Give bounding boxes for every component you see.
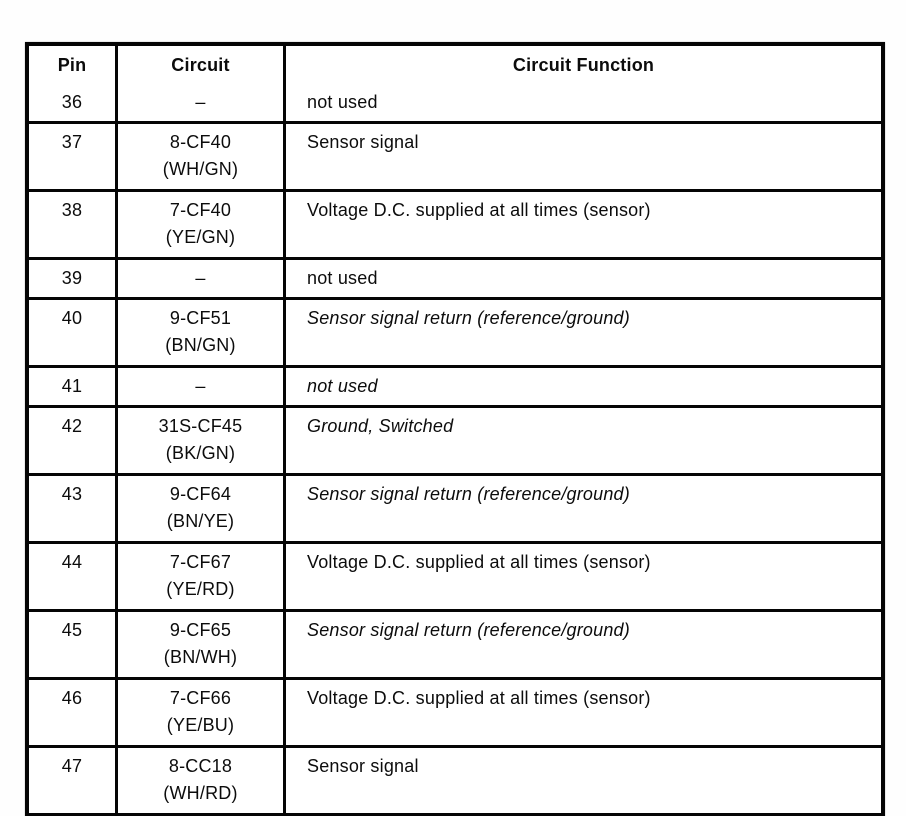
table-row: 43 9-CF64 (BN/YE) Sensor signal return (ref… [29,473,881,541]
circuit-cell: 7-CF66 (YE/BU) [115,680,283,745]
circuit-function-cell: not used [283,368,881,405]
header-pin: Pin [57,55,87,75]
circuit-code: 8-CC18 [168,756,233,776]
table-row: 45 9-CF65 (BN/WH) Sensor signal return (ref… [29,609,881,677]
circuit-function-cell: not used [283,84,881,121]
circuit-wire-color: (BN/WH) [163,647,238,667]
circuit-wire-color: (WH/GN) [162,159,239,179]
circuit-cell: – [115,260,283,297]
circuit-code: – [195,376,206,396]
circuit-wire-color: (WH/RD) [163,783,238,803]
pin-cell: 46 [61,688,83,708]
circuit-cell: 8-CC18 (WH/RD) [115,748,283,813]
circuit-cell: 9-CF64 (BN/YE) [115,476,283,541]
pin-cell: 47 [61,756,83,776]
circuit-wire-color: (YE/BU) [166,715,235,735]
pin-cell: 43 [61,484,83,504]
header-circuit: Circuit [115,46,283,84]
circuit-code: 7-CF67 [169,552,232,572]
table-row: 37 8-CF40 (WH/GN) Sensor signal [29,121,881,189]
circuit-wire-color: (BN/GN) [165,335,236,355]
circuit-code: 7-CF66 [169,688,232,708]
circuit-code: 9-CF51 [169,308,232,328]
circuit-wire-color: (BK/GN) [165,443,236,463]
table-row: 46 7-CF66 (YE/BU) Voltage D.C. supplied at … [29,677,881,745]
table-row: 40 9-CF51 (BN/GN) Sensor signal return (ref… [29,297,881,365]
header-circuit-function: Circuit Function [283,46,881,84]
pin-cell: 44 [61,552,83,572]
circuit-function-cell: Voltage D.C. supplied at all times (sens… [283,192,881,257]
circuit-code: 31S-CF45 [158,416,243,436]
circuit-function-cell: not used [283,260,881,297]
circuit-cell: 9-CF65 (BN/WH) [115,612,283,677]
table-row: 39 – not used [29,257,881,297]
pin-cell: 39 [61,268,83,288]
circuit-code: – [195,92,206,112]
circuit-function-cell: Voltage D.C. supplied at all times (sens… [283,680,881,745]
pin-cell: 45 [61,620,83,640]
circuit-function-cell: Sensor signal return (reference/ground) [283,300,881,365]
table-row: 42 31S-CF45 (BK/GN) Ground, Switched [29,405,881,473]
circuit-cell: – [115,84,283,121]
circuit-function-cell: Sensor signal [283,748,881,813]
circuit-function-cell: Ground, Switched [283,408,881,473]
pin-cell: 36 [61,92,83,112]
circuit-code: – [195,268,206,288]
circuit-function-cell: Sensor signal return (reference/ground) [283,612,881,677]
circuit-cell: 7-CF40 (YE/GN) [115,192,283,257]
circuit-cell: 9-CF51 (BN/GN) [115,300,283,365]
circuit-code: 8-CF40 [169,132,232,152]
table-header-row: Pin Circuit Circuit Function [29,46,881,84]
circuit-code: 7-CF40 [169,200,232,220]
table-row: 38 7-CF40 (YE/GN) Voltage D.C. supplied at … [29,189,881,257]
circuit-cell: – [115,368,283,405]
circuit-cell: 31S-CF45 (BK/GN) [115,408,283,473]
circuit-cell: 7-CF67 (YE/RD) [115,544,283,609]
pin-cell: 37 [61,132,83,152]
pin-circuit-table: Pin Circuit Circuit Function 36 – not used… [25,42,885,816]
circuit-code: 9-CF65 [169,620,232,640]
table-row: 44 7-CF67 (YE/RD) Voltage D.C. supplied at … [29,541,881,609]
table-row: 47 8-CC18 (WH/RD) Sensor signal [29,745,881,813]
circuit-wire-color: (YE/RD) [166,579,235,599]
circuit-function-cell: Voltage D.C. supplied at all times (sens… [283,544,881,609]
table-row: 36 – not used [29,84,881,121]
circuit-function-cell: Sensor signal [283,124,881,189]
circuit-cell: 8-CF40 (WH/GN) [115,124,283,189]
table-row: 41 – not used [29,365,881,405]
pin-cell: 41 [61,376,83,396]
pin-cell: 38 [61,200,83,220]
circuit-wire-color: (BN/YE) [166,511,235,531]
circuit-code: 9-CF64 [169,484,232,504]
pin-cell: 40 [61,308,83,328]
circuit-wire-color: (YE/GN) [165,227,236,247]
circuit-function-cell: Sensor signal return (reference/ground) [283,476,881,541]
pin-cell: 42 [61,416,83,436]
